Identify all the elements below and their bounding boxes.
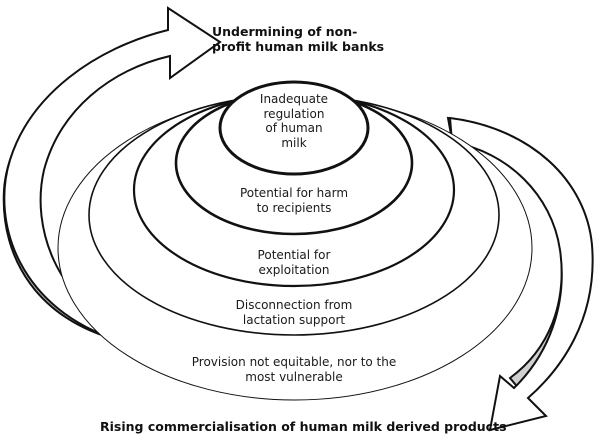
top-label: Undermining of non- profit human milk ba… bbox=[212, 24, 384, 55]
layer-label-exploitation: Potential for exploitation bbox=[214, 248, 374, 277]
regulation-line-3: of human bbox=[265, 121, 323, 136]
top-label-line-2: profit human milk banks bbox=[212, 39, 385, 55]
layer-label-regulation: Inadequate regulation of human milk bbox=[234, 92, 354, 151]
left-arrow-body bbox=[3, 6, 222, 342]
bottom-label-line-1: Rising commercialisation of human milk d… bbox=[100, 419, 507, 434]
layer-label-harm: Potential for harm to recipients bbox=[214, 186, 374, 215]
left-cycle-arrow bbox=[2, 6, 222, 342]
layer-ring-regulation bbox=[218, 80, 370, 176]
harm-line-2: to recipients bbox=[256, 200, 332, 215]
equity-line-2: most vulnerable bbox=[245, 369, 343, 384]
layer-label-lactation: Disconnection from lactation support bbox=[204, 298, 384, 327]
layer-label-equity: Provision not equitable, nor to the most… bbox=[154, 355, 434, 384]
regulation-line-4: milk bbox=[281, 135, 307, 150]
right-cycle-arrow bbox=[446, 116, 594, 432]
lactation-line-2: lactation support bbox=[242, 312, 346, 327]
regulation-line-1: Inadequate bbox=[259, 92, 329, 106]
harm-line-1: Potential for harm bbox=[239, 186, 349, 200]
exploitation-line-2: exploitation bbox=[258, 262, 330, 277]
regulation-line-2: regulation bbox=[263, 106, 325, 121]
right-arrow-body bbox=[448, 116, 594, 432]
equity-line-1: Provision not equitable, nor to the bbox=[191, 355, 397, 369]
top-label-line-1: Undermining of non- bbox=[212, 24, 358, 39]
lactation-line-1: Disconnection from bbox=[235, 298, 353, 312]
exploitation-line-1: Potential for bbox=[257, 248, 331, 262]
bottom-label: Rising commercialisation of human milk d… bbox=[100, 419, 507, 434]
